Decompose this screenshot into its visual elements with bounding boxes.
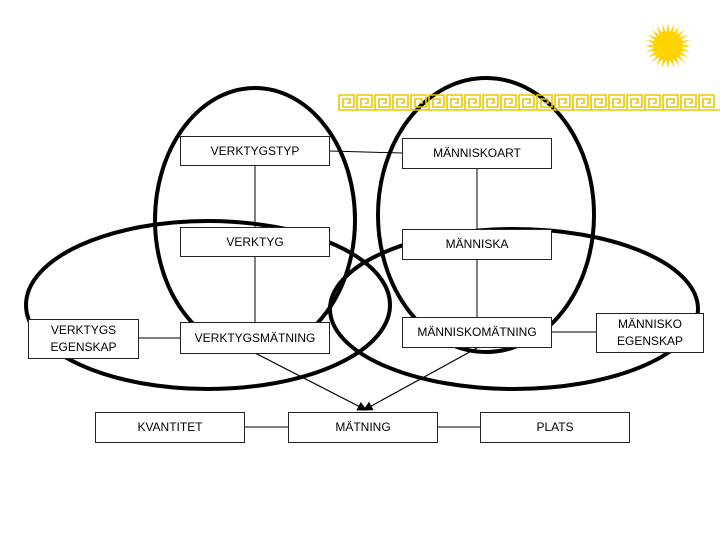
meander-unit [392,94,409,110]
ellipse-manniska-top [376,76,596,354]
meander-unit [698,94,715,110]
sun-ray [645,44,654,48]
sun-ray [670,23,674,32]
node-verktygstyp: VERKTYGSTYP [180,136,330,166]
meander-unit [518,94,535,110]
sun-ray [651,29,659,37]
meander-unit [338,94,355,110]
meander-unit [500,94,517,110]
sun-ray [682,48,691,52]
connector-verktygstyp-manniskoart [329,150,403,154]
meander-unit [680,94,697,110]
sun-ray [651,55,659,63]
sun-ray [666,60,670,69]
sun-ray [645,48,654,52]
sun-ray [656,26,662,34]
node-verktyg: VERKTYG [180,227,330,257]
sun-icon [645,23,691,69]
sun-ray [682,40,691,44]
meander-unit [482,94,499,110]
meander-unit [464,94,481,110]
sun-ray [648,52,656,58]
sun-ray [648,34,656,40]
sun-ray [680,52,688,58]
meander-unit [410,94,427,110]
meander-unit [428,94,445,110]
node-manniskoart: MÄNNISKOART [402,138,552,169]
meander-unit [374,94,391,110]
meander-unit [554,94,571,110]
node-kvantitet: KVANTITET [95,412,245,443]
meander-unit [536,94,553,110]
node-manniska: MÄNNISKA [402,229,552,260]
greek-key-border [338,94,720,111]
sun-ray [682,44,691,48]
meander-unit [446,94,463,110]
meander-unit [356,94,373,110]
meander-unit [572,94,589,110]
sun-ray [666,23,670,32]
meander-unit [662,94,679,110]
sun-ray [662,60,666,69]
sun-ray [680,34,688,40]
node-manniskomatning: MÄNNISKOMÄTNING [402,317,552,348]
sun-ray [674,58,680,66]
sun-ray [656,58,662,66]
sun-ray [662,23,666,32]
sun-ray [670,60,674,69]
node-verktygs-egenskap: VERKTYGS EGENSKAP [28,319,139,359]
arrow-manniskomatning-to-matning [362,347,478,411]
node-matning: MÄTNING [288,412,438,443]
node-verktygsmatning: VERKTYGSMÄTNING [180,322,330,354]
node-mannisko-egenskap: MÄNNISKO EGENSKAP [596,313,704,353]
meander-unit [626,94,643,110]
meander-unit [590,94,607,110]
meander-unit [608,94,625,110]
arrow-verktygsmatning-to-matning [254,352,368,411]
sun-ray [677,29,685,37]
node-plats: PLATS [480,412,630,443]
ellipse-verktyg-bottom [24,219,392,391]
meander-unit [644,94,661,110]
sun-ray [674,26,680,34]
sun-ray [677,55,685,63]
sun-ray [645,40,654,44]
